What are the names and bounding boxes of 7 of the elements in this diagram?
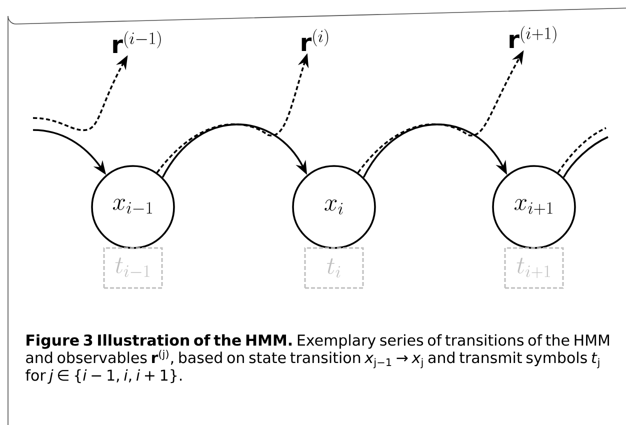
observable-label: $\mathbf{r}^{(i-1)}$ <box>113 31 161 53</box>
symbol-box: $t_{i+1}$ <box>504 247 564 289</box>
observable-label: $\mathbf{r}^{(i)}$ <box>302 29 328 51</box>
symbol-box: $t_{i-1}$ <box>103 247 163 289</box>
caption: Figure 3 Illustration of the HMM. Exemplary series of transitions of the HMM and observables r$^{(j)}$, based on state transition x$_{j−1}$ → x$_{j}$ and transmit symbols t$_{j}$ forj ∈ {i − 1, i, i + 1}. <box>26 334 609 384</box>
observable-label: $\mathbf{r}^{(i+1)}$ <box>510 26 556 48</box>
symbol-box: $t_{i}$ <box>304 247 364 289</box>
